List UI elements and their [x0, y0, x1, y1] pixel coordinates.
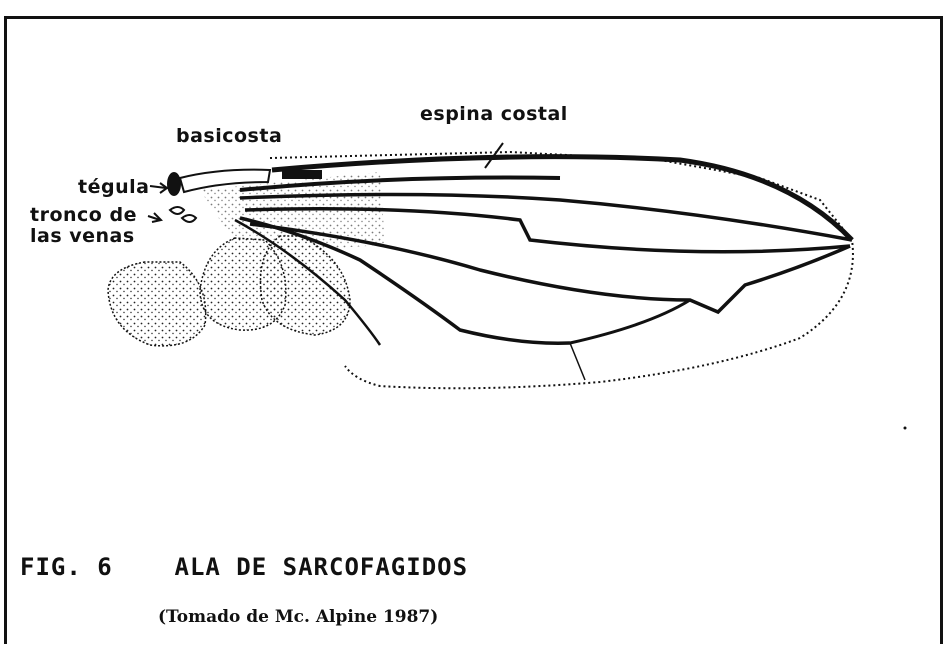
label-las-venas: las venas: [30, 225, 135, 247]
label-espina-costal: espina costal: [420, 103, 568, 125]
tegula-sclerite: [167, 172, 181, 196]
figure-number: FIG. 6: [20, 553, 113, 581]
label-tegula: tégula: [78, 176, 149, 198]
label-basicosta: basicosta: [176, 125, 282, 147]
costal-cell-mark: [282, 170, 322, 179]
speck: [904, 427, 907, 430]
figure-source: (Tomado de Mc. Alpine 1987): [158, 607, 438, 627]
label-tronco-de: tronco de: [30, 204, 137, 226]
stem-vein-sclerites: [170, 207, 196, 222]
lower-calypter-lobe: [108, 262, 206, 346]
vein-crossvein: [570, 300, 690, 343]
figure-title: ALA DE SARCOFAGIDOS: [175, 553, 469, 581]
vein-fold: [570, 343, 585, 380]
figure-caption: FIG. 6 ALA DE SARCOFAGIDOS: [20, 553, 468, 581]
